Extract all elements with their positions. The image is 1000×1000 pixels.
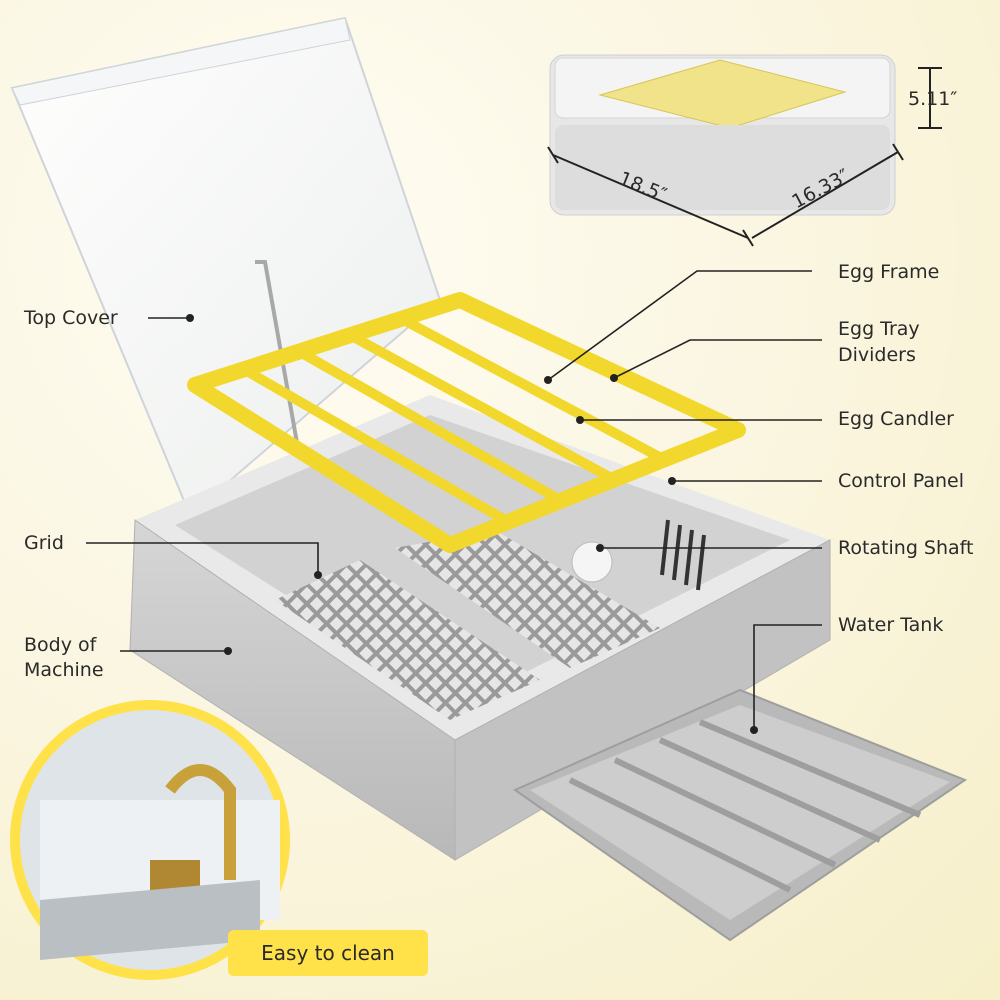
label-top-cover: Top Cover: [24, 307, 118, 329]
rotating-shaft: [571, 541, 613, 583]
label-egg-candler: Egg Candler: [838, 408, 954, 430]
label-egg-tray-line2: Dividers: [838, 344, 916, 366]
grid: [275, 530, 660, 720]
label-control-panel: Control Panel: [838, 470, 964, 492]
label-grid: Grid: [24, 532, 64, 554]
product-inset: [549, 54, 896, 216]
leader-dots: [186, 314, 758, 734]
leader-lines: [86, 270, 822, 730]
easy-to-clean-badge: Easy to clean: [228, 930, 428, 976]
label-body-line2: Machine: [24, 659, 104, 681]
easy-clean-photo: [10, 700, 290, 980]
dimension-height: 5.11″: [908, 88, 958, 110]
label-egg-tray-line1: Egg Tray: [838, 318, 920, 340]
label-egg-frame: Egg Frame: [838, 261, 940, 283]
dimension-lines: [547, 67, 942, 247]
label-water-tank: Water Tank: [838, 614, 944, 636]
egg-frame: [187, 292, 746, 553]
water-tank: [512, 688, 968, 942]
label-rotating-shaft: Rotating Shaft: [838, 537, 974, 559]
label-body-line1: Body of: [24, 634, 97, 656]
